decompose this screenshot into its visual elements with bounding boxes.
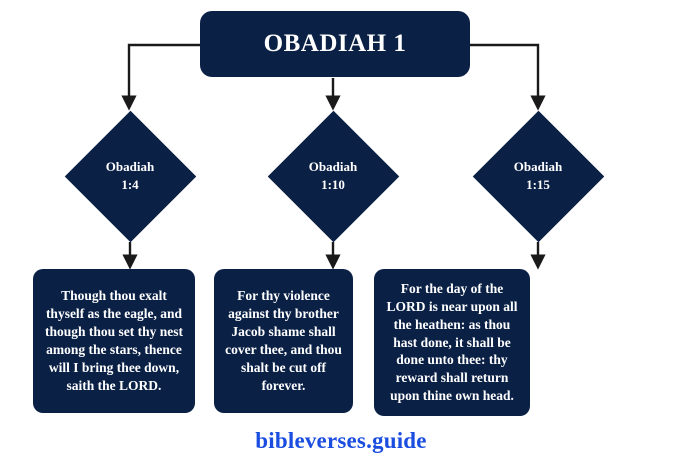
diamond-node-label: Obadiah 1:4	[105, 159, 155, 192]
root-node-title: OBADIAH 1	[263, 30, 407, 58]
diamond-node-obadiah-1-15[interactable]: Obadiah 1:15	[472, 110, 604, 242]
verse-box-obadiah-1-4[interactable]: Though thou exalt thyself as the eagle, …	[33, 269, 195, 413]
verse-text: Though thou exalt thyself as the eagle, …	[44, 288, 184, 393]
root-node-obadiah-1[interactable]: OBADIAH 1	[200, 11, 470, 77]
diamond-node-obadiah-1-10[interactable]: Obadiah 1:10	[267, 110, 399, 242]
connector-root-to-node-3	[470, 43, 546, 111]
footer-site-link[interactable]: bibleverses.guide	[255, 428, 427, 453]
diamond-node-label: Obadiah 1:10	[308, 159, 358, 192]
connector-root-to-node-1	[121, 43, 200, 111]
diamond-node-label: Obadiah 1:15	[513, 159, 563, 192]
diamond-node-obadiah-1-4[interactable]: Obadiah 1:4	[64, 110, 196, 242]
verse-box-obadiah-1-15[interactable]: For the day of the LORD is near upon all…	[374, 269, 530, 416]
verse-box-obadiah-1-10[interactable]: For thy violence against thy brother Jac…	[214, 269, 353, 413]
verse-text: For the day of the LORD is near upon all…	[386, 280, 518, 404]
verse-text: For thy violence against thy brother Jac…	[225, 288, 342, 393]
